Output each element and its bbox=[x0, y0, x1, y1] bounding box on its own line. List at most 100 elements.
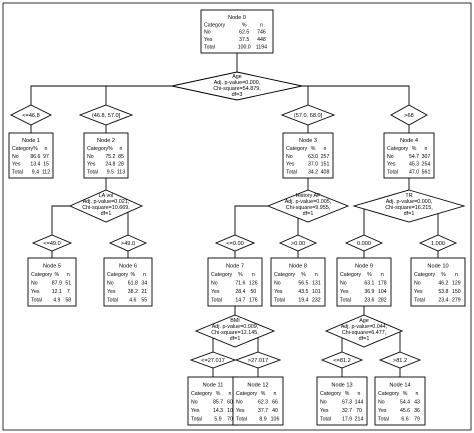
node-title: Node 8 bbox=[289, 264, 307, 270]
svg-text:(46.8, 57.0]: (46.8, 57.0] bbox=[92, 113, 121, 119]
row-category: Total bbox=[87, 169, 98, 175]
node-title: Node 12 bbox=[247, 383, 268, 389]
header-percent: % bbox=[216, 391, 221, 397]
header-n: n bbox=[143, 272, 146, 278]
header-category: Category bbox=[274, 272, 295, 278]
row-category: Total bbox=[211, 297, 222, 303]
row-percent: 4.6 bbox=[129, 297, 136, 303]
node-title: Node 6 bbox=[119, 264, 137, 270]
node-frame bbox=[232, 376, 284, 426]
row-percent: 13.4 bbox=[30, 162, 40, 168]
split-history-af: History AF Adj. p-value=0.005, Chi-squar… bbox=[266, 189, 350, 223]
node-frame bbox=[207, 257, 263, 307]
row-percent: 43.5 bbox=[298, 289, 308, 295]
row-percent: 46.2 bbox=[438, 281, 448, 287]
row-count: 448 bbox=[257, 37, 266, 43]
row-count: 408 bbox=[321, 169, 330, 175]
row-percent: 19.4 bbox=[298, 297, 308, 303]
header-percent: % bbox=[403, 391, 408, 397]
row-percent: 6.6 bbox=[401, 416, 408, 422]
row-category: No bbox=[107, 281, 114, 287]
row-count: 106 bbox=[271, 416, 280, 422]
header-category: Category bbox=[191, 391, 212, 397]
row-category: No bbox=[12, 154, 19, 160]
branch-bmi-le: <=27.017 bbox=[189, 351, 237, 369]
row-category: Total bbox=[12, 169, 23, 175]
header-percent: % bbox=[345, 391, 350, 397]
header-category: Category bbox=[286, 146, 307, 152]
split-la-vol: LA vol Adj. p-value=0.021, Chi-square=10… bbox=[68, 189, 144, 223]
row-percent: 62.5 bbox=[239, 30, 249, 36]
row-percent: 9.5 bbox=[107, 169, 114, 175]
row-percent: 100.0 bbox=[238, 45, 251, 51]
split-df: df=1 bbox=[359, 336, 370, 342]
svg-text:>27.017: >27.017 bbox=[248, 358, 268, 364]
row-percent: 28.4 bbox=[235, 289, 245, 295]
row-category: Yes bbox=[107, 289, 116, 295]
header-category: Category bbox=[236, 391, 257, 397]
row-count: 144 bbox=[355, 400, 364, 406]
row-percent: 37.5 bbox=[239, 37, 249, 43]
split-df: df=1 bbox=[404, 211, 415, 217]
branch-tr-0: 0.000 bbox=[344, 234, 384, 252]
branch-age2-le: <=81.2 bbox=[320, 351, 364, 369]
row-percent: 32.7 bbox=[342, 408, 352, 414]
row-category: Yes bbox=[204, 37, 213, 43]
row-category: No bbox=[191, 400, 198, 406]
row-count: 51 bbox=[65, 281, 71, 287]
row-percent: 56.5 bbox=[298, 281, 308, 287]
node-frame bbox=[374, 376, 426, 426]
row-category: Total bbox=[414, 297, 425, 303]
row-percent: 75.2 bbox=[105, 154, 115, 160]
split-pvalue: Adj. p-value=0.021, bbox=[83, 199, 130, 205]
svg-text:(57.0, 68.0]: (57.0, 68.0] bbox=[294, 113, 323, 119]
row-percent: 38.2 bbox=[128, 289, 138, 295]
svg-text:<=46.8: <=46.8 bbox=[22, 113, 39, 119]
row-category: No bbox=[31, 281, 38, 287]
header-n: n bbox=[425, 146, 428, 152]
header-category: Category bbox=[414, 272, 435, 278]
row-category: No bbox=[211, 281, 218, 287]
row-count: 178 bbox=[378, 281, 387, 287]
node-title: Node 13 bbox=[331, 383, 352, 389]
split-pvalue: Adj. p-value=0.009, bbox=[212, 324, 259, 330]
node-frame bbox=[270, 257, 326, 307]
row-category: No bbox=[286, 154, 293, 160]
row-percent: 24.8 bbox=[105, 162, 115, 168]
row-category: No bbox=[378, 400, 385, 406]
row-category: Total bbox=[387, 169, 398, 175]
header-category: Category bbox=[12, 146, 33, 152]
split-pvalue: Adj. p-value=0.000, bbox=[386, 199, 433, 205]
svg-text:<=49.0: <=49.0 bbox=[43, 241, 60, 247]
row-category: Yes bbox=[378, 408, 387, 414]
row-count: 279 bbox=[452, 297, 461, 303]
row-category: Total bbox=[236, 416, 247, 422]
row-count: 101 bbox=[312, 289, 321, 295]
row-percent: 63.0 bbox=[308, 154, 318, 160]
row-percent: 12.1 bbox=[52, 289, 62, 295]
split-variable: History AF bbox=[296, 193, 322, 199]
header-category: Category bbox=[107, 272, 128, 278]
row-category: Yes bbox=[320, 408, 329, 414]
row-count: 307 bbox=[422, 154, 431, 160]
row-percent: 54.7 bbox=[409, 154, 419, 160]
row-count: 129 bbox=[452, 281, 461, 287]
branch-bmi-gt: >27.017 bbox=[234, 351, 282, 369]
row-percent: 86.6 bbox=[30, 154, 40, 160]
node-frame bbox=[187, 376, 239, 426]
split-variable: BMI bbox=[230, 318, 240, 324]
row-category: Total bbox=[286, 169, 297, 175]
node-title: Node 14 bbox=[389, 383, 410, 389]
header-category: Category bbox=[378, 391, 399, 397]
row-percent: 87.9 bbox=[52, 281, 62, 287]
branch-age-gt-68: >68 bbox=[390, 104, 428, 126]
row-percent: 8.9 bbox=[259, 416, 266, 422]
row-count: 34 bbox=[141, 281, 147, 287]
